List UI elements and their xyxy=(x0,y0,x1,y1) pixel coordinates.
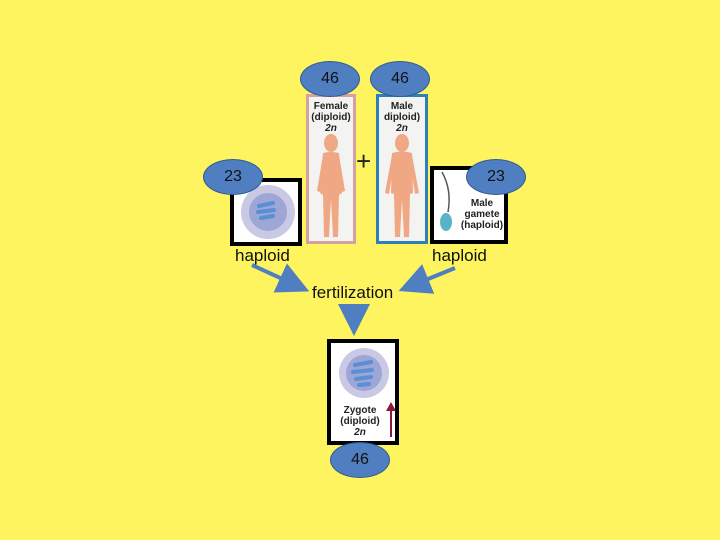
male-chromosome-count: 46 xyxy=(370,61,430,97)
male-figure xyxy=(385,134,419,237)
male-card-line1: Male xyxy=(390,101,414,112)
egg-chromosome-count: 23 xyxy=(203,159,263,195)
female-figure xyxy=(317,134,345,237)
sperm-chromosome-count: 23 xyxy=(466,159,526,195)
male-card-caption: Male diploid) 2n xyxy=(379,101,425,134)
zygote-cell-icon xyxy=(339,348,389,398)
zygote-caption: Zygote (diploid) 2n xyxy=(331,405,389,438)
zygote-line2: (diploid) xyxy=(340,416,380,427)
egg-cell-icon xyxy=(241,185,295,239)
male-gamete-line3: (haploid) xyxy=(460,220,504,231)
zygote-card: Zygote (diploid) 2n xyxy=(327,339,399,445)
female-card-line2: (diploid) xyxy=(311,112,351,123)
female-parent-card: Female (diploid) 2n xyxy=(306,94,356,244)
male-card-line3: 2n xyxy=(396,123,408,134)
sperm-icon xyxy=(440,171,452,231)
male-parent-card: Male diploid) 2n xyxy=(376,94,428,244)
female-chromosome-count: 46 xyxy=(300,61,360,97)
zygote-line3: 2n xyxy=(354,427,366,438)
female-card-caption: Female (diploid) 2n xyxy=(309,101,353,134)
zygote-chromosome-count: 46 xyxy=(330,442,390,478)
female-card-line3: 2n xyxy=(325,123,337,134)
haploid-label-right: haploid xyxy=(432,246,487,265)
arrow-icon xyxy=(386,402,396,437)
male-gamete-caption: Male gamete (haploid) xyxy=(454,198,510,231)
plus-sign: + xyxy=(356,146,372,176)
male-gamete-line1: Male xyxy=(470,198,494,209)
fertilization-label: fertilization xyxy=(312,283,394,302)
egg-card xyxy=(230,178,302,246)
arrow-sperm-to-fertilization xyxy=(398,264,456,294)
female-card-line1: Female xyxy=(313,101,349,112)
haploid-label-left: haploid xyxy=(235,246,290,265)
arrow-egg-to-fertilization xyxy=(251,263,310,293)
male-card-line2: diploid) xyxy=(383,112,421,123)
zygote-line1: Zygote xyxy=(343,405,377,416)
male-gamete-line2: gamete xyxy=(464,209,500,220)
